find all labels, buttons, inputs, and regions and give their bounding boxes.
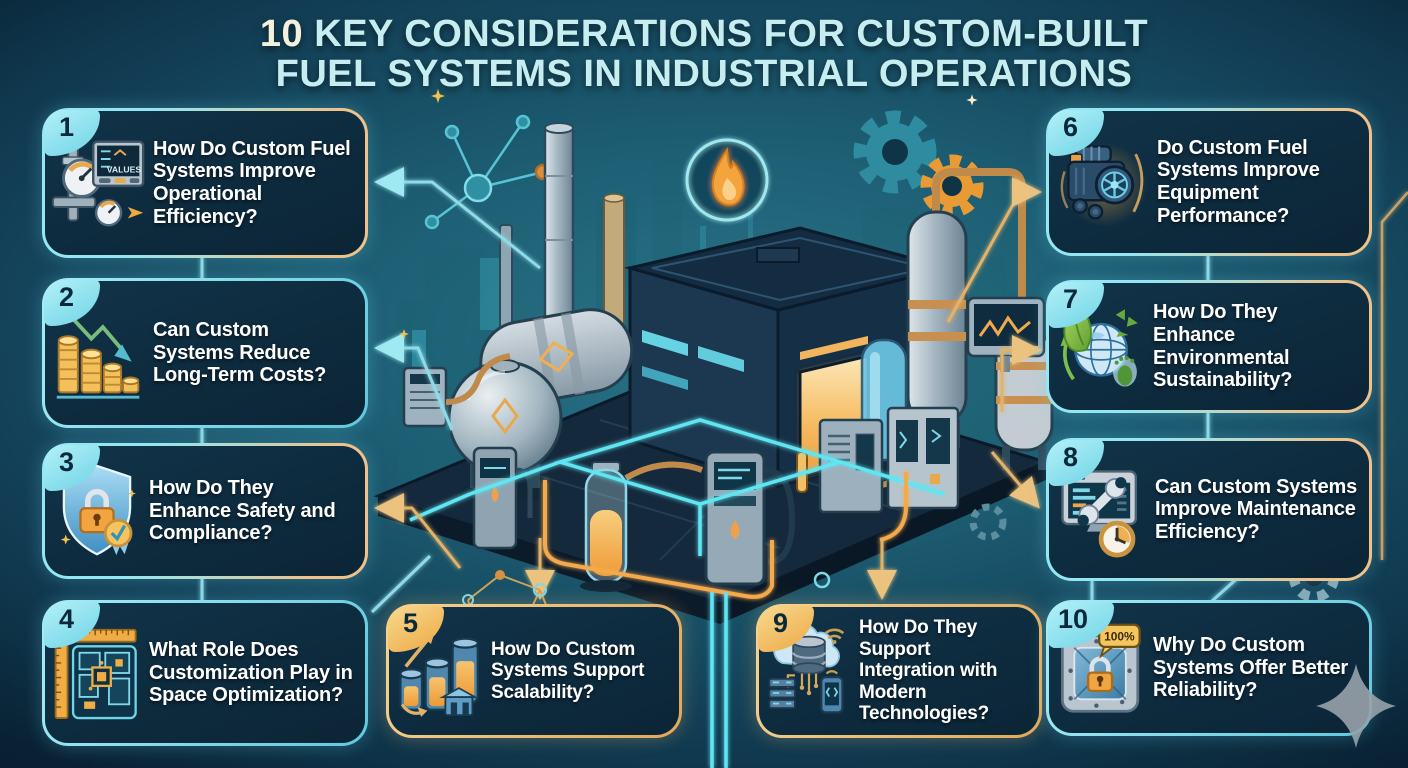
number-label: 1 xyxy=(59,112,75,142)
question-text: How Do Custom Systems Support Scalabilit… xyxy=(491,638,645,703)
question-card-3: 3 How Do They Enhance Safety and Complia… xyxy=(42,443,368,579)
question-card-2: 2 Can Custom S xyxy=(42,278,368,428)
question-text: How Do They Enhance Environmental Sustai… xyxy=(1153,301,1293,392)
number-label: 4 xyxy=(59,604,75,634)
svg-text:VALUES: VALUES xyxy=(107,164,142,174)
number-label: 3 xyxy=(59,447,75,477)
question-text: What Role Does Customization Play in Spa… xyxy=(149,639,353,707)
number-label: 9 xyxy=(773,608,789,638)
control-cabinets xyxy=(818,406,960,514)
page-title: 10 KEY CONSIDERATIONS FOR CUSTOM-BUILT F… xyxy=(0,14,1408,95)
number-label: 7 xyxy=(1063,284,1079,314)
question-text: Do Custom Fuel Systems Improve Equipment… xyxy=(1157,136,1320,227)
question-card-4: 4 What Role Does Customization Play in S… xyxy=(42,600,368,746)
number-label: 2 xyxy=(59,282,75,312)
svg-text:100%: 100% xyxy=(1104,629,1135,643)
question-card-8: 8 Can Custom Syste xyxy=(1046,438,1372,581)
number-label: 8 xyxy=(1063,442,1079,472)
number-label: 6 xyxy=(1063,112,1079,142)
question-text: Can Custom Systems Reduce Long-Term Cost… xyxy=(153,319,327,387)
question-text: How Do Custom Fuel Systems Improve Opera… xyxy=(153,137,351,228)
question-card-6: 6 Do Custom Fuel Systems Improve Equipme… xyxy=(1046,108,1372,256)
title-number: 10 xyxy=(259,13,304,55)
teal-gear-icon xyxy=(853,110,937,194)
question-text: Can Custom Systems Improve Maintenance E… xyxy=(1155,475,1358,543)
flame-badge-icon xyxy=(685,138,769,222)
question-card-9: 9 How Do They Su xyxy=(756,604,1042,738)
molecule-network-icon xyxy=(424,114,552,230)
question-card-7: 7 H xyxy=(1046,280,1372,413)
question-card-5: 5 xyxy=(386,604,682,738)
number-label: 10 xyxy=(1058,604,1089,634)
number-label: 5 xyxy=(403,608,419,638)
title-line-2: FUEL SYSTEMS IN INDUSTRIAL OPERATIONS xyxy=(275,53,1133,96)
question-card-1: 1 VALUES H xyxy=(42,108,368,258)
title-line-1: 10 KEY CONSIDERATIONS FOR CUSTOM-BUILT xyxy=(259,13,1149,55)
question-text: How Do They Enhance Safety and Complianc… xyxy=(149,477,336,545)
chimney-stacks xyxy=(499,122,625,342)
sparkle-watermark-icon xyxy=(1316,664,1396,748)
question-text: How Do They Support Integration with Mod… xyxy=(859,617,998,725)
